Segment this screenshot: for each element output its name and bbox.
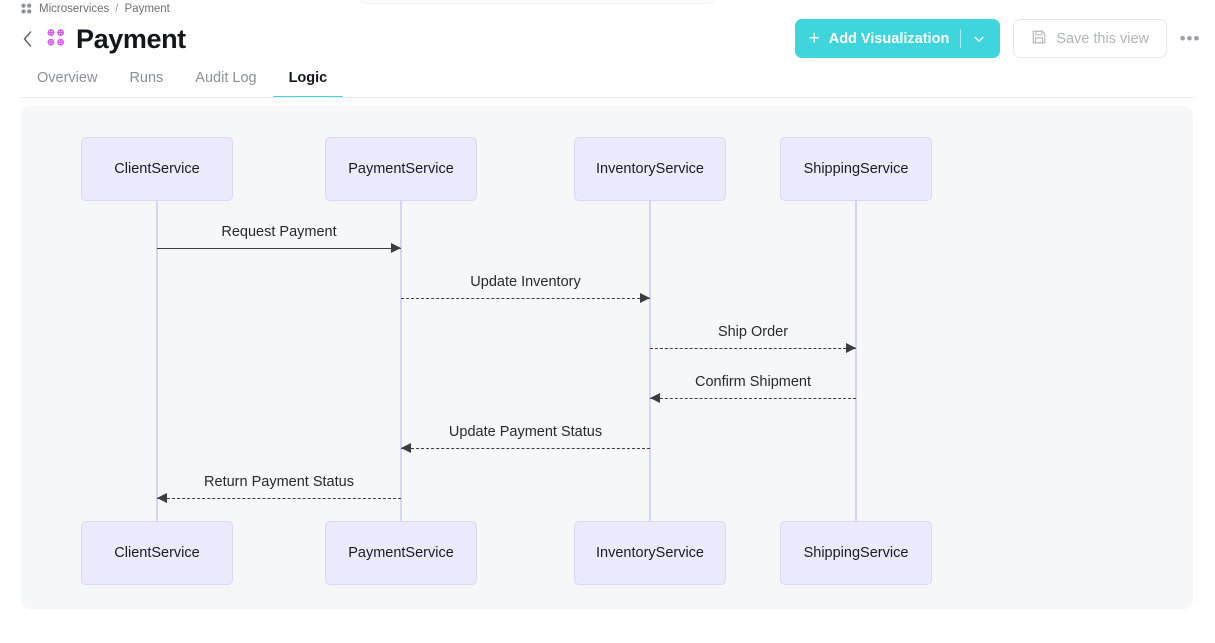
- message-line-0: [157, 248, 401, 249]
- arrow-head-left-3: [650, 393, 660, 403]
- page-header: Payment: [18, 20, 186, 58]
- breadcrumb-item-0[interactable]: Microservices: [39, 3, 109, 15]
- participant-top-inventoryservice[interactable]: InventoryService: [574, 137, 726, 201]
- breadcrumb-separator: /: [115, 3, 118, 15]
- add-visualization-button[interactable]: + Add Visualization: [795, 19, 1001, 58]
- participant-top-paymentservice[interactable]: PaymentService: [325, 137, 477, 201]
- save-disk-icon: [1031, 29, 1047, 49]
- lifeline-inventoryservice: [649, 201, 651, 521]
- lifeline-shippingservice: [855, 201, 857, 521]
- breadcrumb: Microservices / Payment: [20, 1, 170, 17]
- lifeline-clientservice: [156, 201, 158, 521]
- participant-bottom-paymentservice[interactable]: PaymentService: [325, 521, 477, 585]
- message-label-5: Return Payment Status: [204, 474, 354, 490]
- tab-audit-log[interactable]: Audit Log: [179, 70, 272, 97]
- microservices-cluster-icon: [20, 3, 33, 16]
- sequence-diagram: ClientServicePaymentServiceInventoryServ…: [21, 106, 1193, 609]
- tab-overview[interactable]: Overview: [20, 70, 113, 97]
- message-line-4: [401, 448, 650, 449]
- arrow-head-right-0: [391, 243, 401, 253]
- chevron-left-icon[interactable]: [18, 30, 36, 48]
- message-line-2: [650, 348, 856, 349]
- add-visualization-label: Add Visualization: [829, 31, 950, 47]
- plus-icon: +: [809, 29, 820, 48]
- chevron-down-icon[interactable]: [972, 32, 986, 46]
- visualization-canvas[interactable]: ClientServicePaymentServiceInventoryServ…: [21, 106, 1193, 609]
- participant-top-shippingservice[interactable]: ShippingService: [780, 137, 932, 201]
- top-edge-ghost-panel: [360, 0, 714, 4]
- message-label-1: Update Inventory: [470, 274, 580, 290]
- breadcrumb-item-1[interactable]: Payment: [125, 3, 170, 15]
- more-options-button[interactable]: •••: [1179, 28, 1201, 50]
- header-actions: + Add Visualization Save this view •••: [795, 19, 1201, 58]
- participant-bottom-inventoryservice[interactable]: InventoryService: [574, 521, 726, 585]
- arrow-head-left-4: [401, 443, 411, 453]
- page-title: Payment: [76, 26, 186, 53]
- button-divider: [960, 29, 961, 48]
- message-label-3: Confirm Shipment: [695, 374, 811, 390]
- tab-logic[interactable]: Logic: [273, 70, 344, 97]
- arrow-head-right-1: [640, 293, 650, 303]
- save-this-view-label: Save this view: [1056, 31, 1149, 47]
- participant-bottom-clientservice[interactable]: ClientService: [81, 521, 233, 585]
- tab-bar: Overview Runs Audit Log Logic: [20, 60, 343, 97]
- tab-runs[interactable]: Runs: [113, 70, 179, 97]
- message-line-3: [650, 398, 856, 399]
- message-label-2: Ship Order: [718, 324, 788, 340]
- message-line-5: [157, 498, 401, 499]
- participant-top-clientservice[interactable]: ClientService: [81, 137, 233, 201]
- page-title-microservices-cluster-icon: [45, 28, 67, 50]
- message-line-1: [401, 298, 650, 299]
- tab-bar-divider: [20, 97, 1194, 98]
- message-label-4: Update Payment Status: [449, 424, 602, 440]
- participant-bottom-shippingservice[interactable]: ShippingService: [780, 521, 932, 585]
- message-label-0: Request Payment: [221, 224, 336, 240]
- arrow-head-left-5: [157, 493, 167, 503]
- save-this-view-button[interactable]: Save this view: [1013, 19, 1167, 58]
- arrow-head-right-2: [846, 343, 856, 353]
